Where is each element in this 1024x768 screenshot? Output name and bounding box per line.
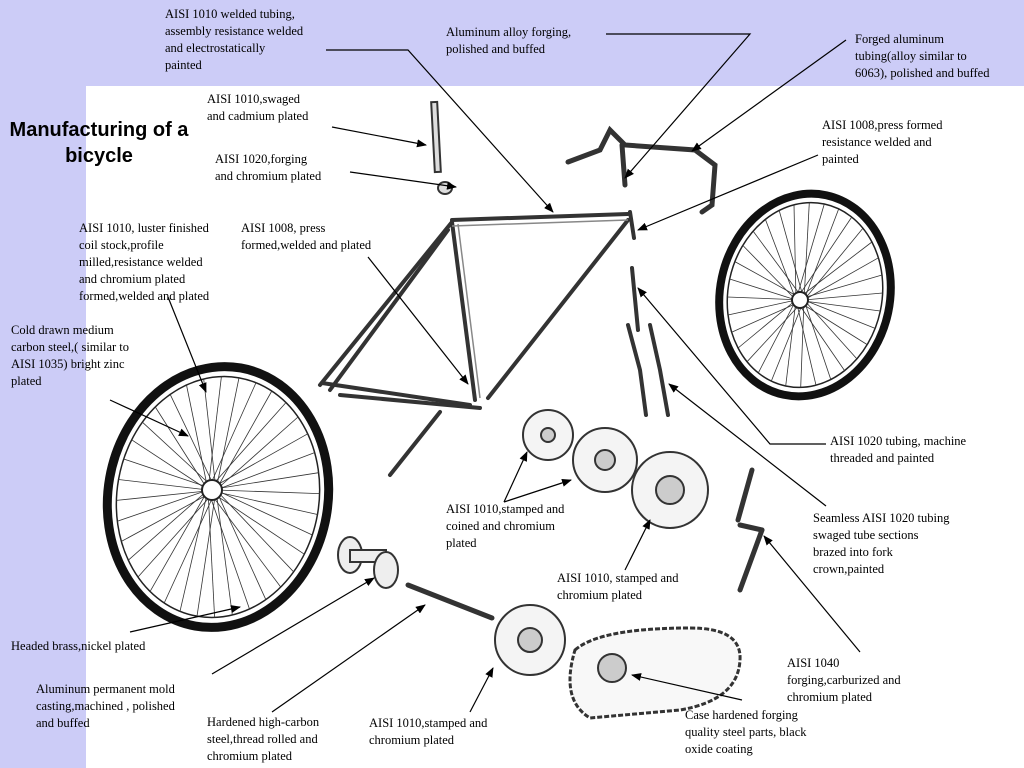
spoke — [785, 299, 797, 387]
spoke — [757, 299, 797, 374]
spoke — [207, 489, 318, 515]
spoke — [207, 489, 250, 610]
spoke — [803, 257, 879, 301]
spoke — [118, 479, 209, 491]
label-coaster: Case hardened forging quality steel part… — [685, 708, 807, 756]
spoke — [207, 376, 222, 491]
spoke — [803, 292, 883, 301]
spoke — [207, 433, 308, 491]
front-wheel — [715, 189, 895, 401]
spoke — [795, 203, 825, 301]
spoke — [742, 245, 797, 301]
spoke — [795, 299, 881, 312]
label-fork-threaded: AISI 1020 tubing, machine threaded and p… — [830, 434, 967, 465]
leader-lines — [109, 33, 861, 713]
spoke — [803, 228, 864, 301]
spoke — [793, 204, 797, 301]
label-sprockets: AISI 1010,stamped and coined and chromiu… — [446, 502, 565, 550]
spoke — [752, 230, 805, 301]
spoke — [186, 384, 209, 491]
spoke — [207, 489, 305, 555]
label-fork-blades: Seamless AISI 1020 tubing swaged tube se… — [813, 511, 950, 576]
label-handlebar: Forged aluminum tubing(alloy similar to … — [855, 32, 990, 80]
spoke — [765, 219, 797, 301]
spoke — [117, 489, 209, 522]
label-hub: Aluminum permanent mold casting,machined… — [36, 682, 175, 730]
spoke — [215, 489, 294, 573]
spoke — [196, 489, 217, 617]
label-chainwheel: AISI 1010,stamped and chromium plated — [369, 716, 488, 747]
label-axle: Hardened high-carbon steel,thread rolled… — [207, 715, 320, 763]
spoke — [215, 489, 313, 536]
seatpost — [430, 100, 453, 195]
spoke — [207, 472, 319, 491]
spoke — [729, 278, 797, 301]
spoke — [778, 210, 805, 301]
spoke — [207, 489, 215, 618]
label-freewheel: AISI 1010, stamped and chromium plated — [557, 571, 679, 602]
spoke — [203, 378, 217, 491]
bicycle-frame — [318, 210, 636, 477]
spoke — [207, 382, 257, 491]
spoke — [154, 406, 209, 491]
label-frame-tubing: AISI 1010 welded tubing, assembly resist… — [165, 7, 304, 72]
spoke — [149, 489, 209, 592]
label-crank: AISI 1040 forging,carburized and chromiu… — [787, 656, 901, 704]
spoke — [803, 299, 858, 360]
spoke — [795, 299, 817, 386]
spoke — [215, 390, 273, 491]
spoke — [795, 299, 868, 345]
label-nipples: Headed brass,nickel plated — [11, 639, 146, 653]
spoke — [215, 416, 299, 491]
spoke — [116, 489, 217, 501]
spoke — [142, 421, 217, 491]
spoke — [163, 489, 217, 604]
spoke — [727, 299, 797, 316]
label-seatpost: AISI 1010,swaged and cadmium plated — [207, 92, 309, 123]
spoke — [169, 394, 217, 491]
axle — [405, 582, 495, 621]
spoke — [207, 402, 287, 491]
spoke — [800, 299, 805, 388]
spoke — [731, 299, 805, 333]
chainwheel — [494, 604, 566, 676]
spoke — [215, 377, 240, 491]
spoke — [770, 299, 805, 382]
spoke — [179, 489, 209, 612]
chain-case — [568, 626, 742, 720]
spoke — [795, 241, 873, 301]
fork — [626, 266, 670, 417]
spoke — [795, 216, 853, 301]
label-head-lug: AISI 1008,press formed resistance welded… — [822, 118, 943, 166]
spoke — [207, 489, 282, 588]
spoke — [215, 489, 233, 616]
spoke — [137, 489, 217, 578]
handlebar — [565, 125, 718, 215]
page-title: Manufacturing of a bicycle — [9, 119, 189, 167]
spoke — [131, 439, 209, 491]
label-spokes: Cold drawn medium carbon steel,( similar… — [11, 323, 130, 388]
spoke — [215, 489, 267, 600]
spoke — [803, 299, 876, 329]
label-rims: AISI 1010, luster finished coil stock,pr… — [79, 221, 210, 303]
spoke — [121, 489, 217, 542]
spoke — [803, 202, 810, 301]
spoke — [734, 261, 805, 301]
rear-wheel — [102, 362, 334, 632]
frame-outline — [451, 219, 629, 399]
spoke — [215, 452, 315, 491]
spoke — [795, 274, 883, 301]
hub — [337, 536, 399, 589]
spoke — [215, 489, 320, 494]
sprockets — [522, 409, 709, 529]
spoke — [803, 299, 832, 380]
label-bottom-bracket: AISI 1008, press formed,welded and plate… — [241, 221, 372, 252]
label-stem: Aluminum alloy forging, polished and buf… — [446, 25, 572, 56]
spoke — [803, 208, 840, 301]
spoke — [795, 299, 845, 371]
spoke — [746, 299, 805, 362]
label-seat-clamp: AISI 1020,forging and chromium plated — [215, 152, 322, 183]
crank — [735, 467, 765, 593]
